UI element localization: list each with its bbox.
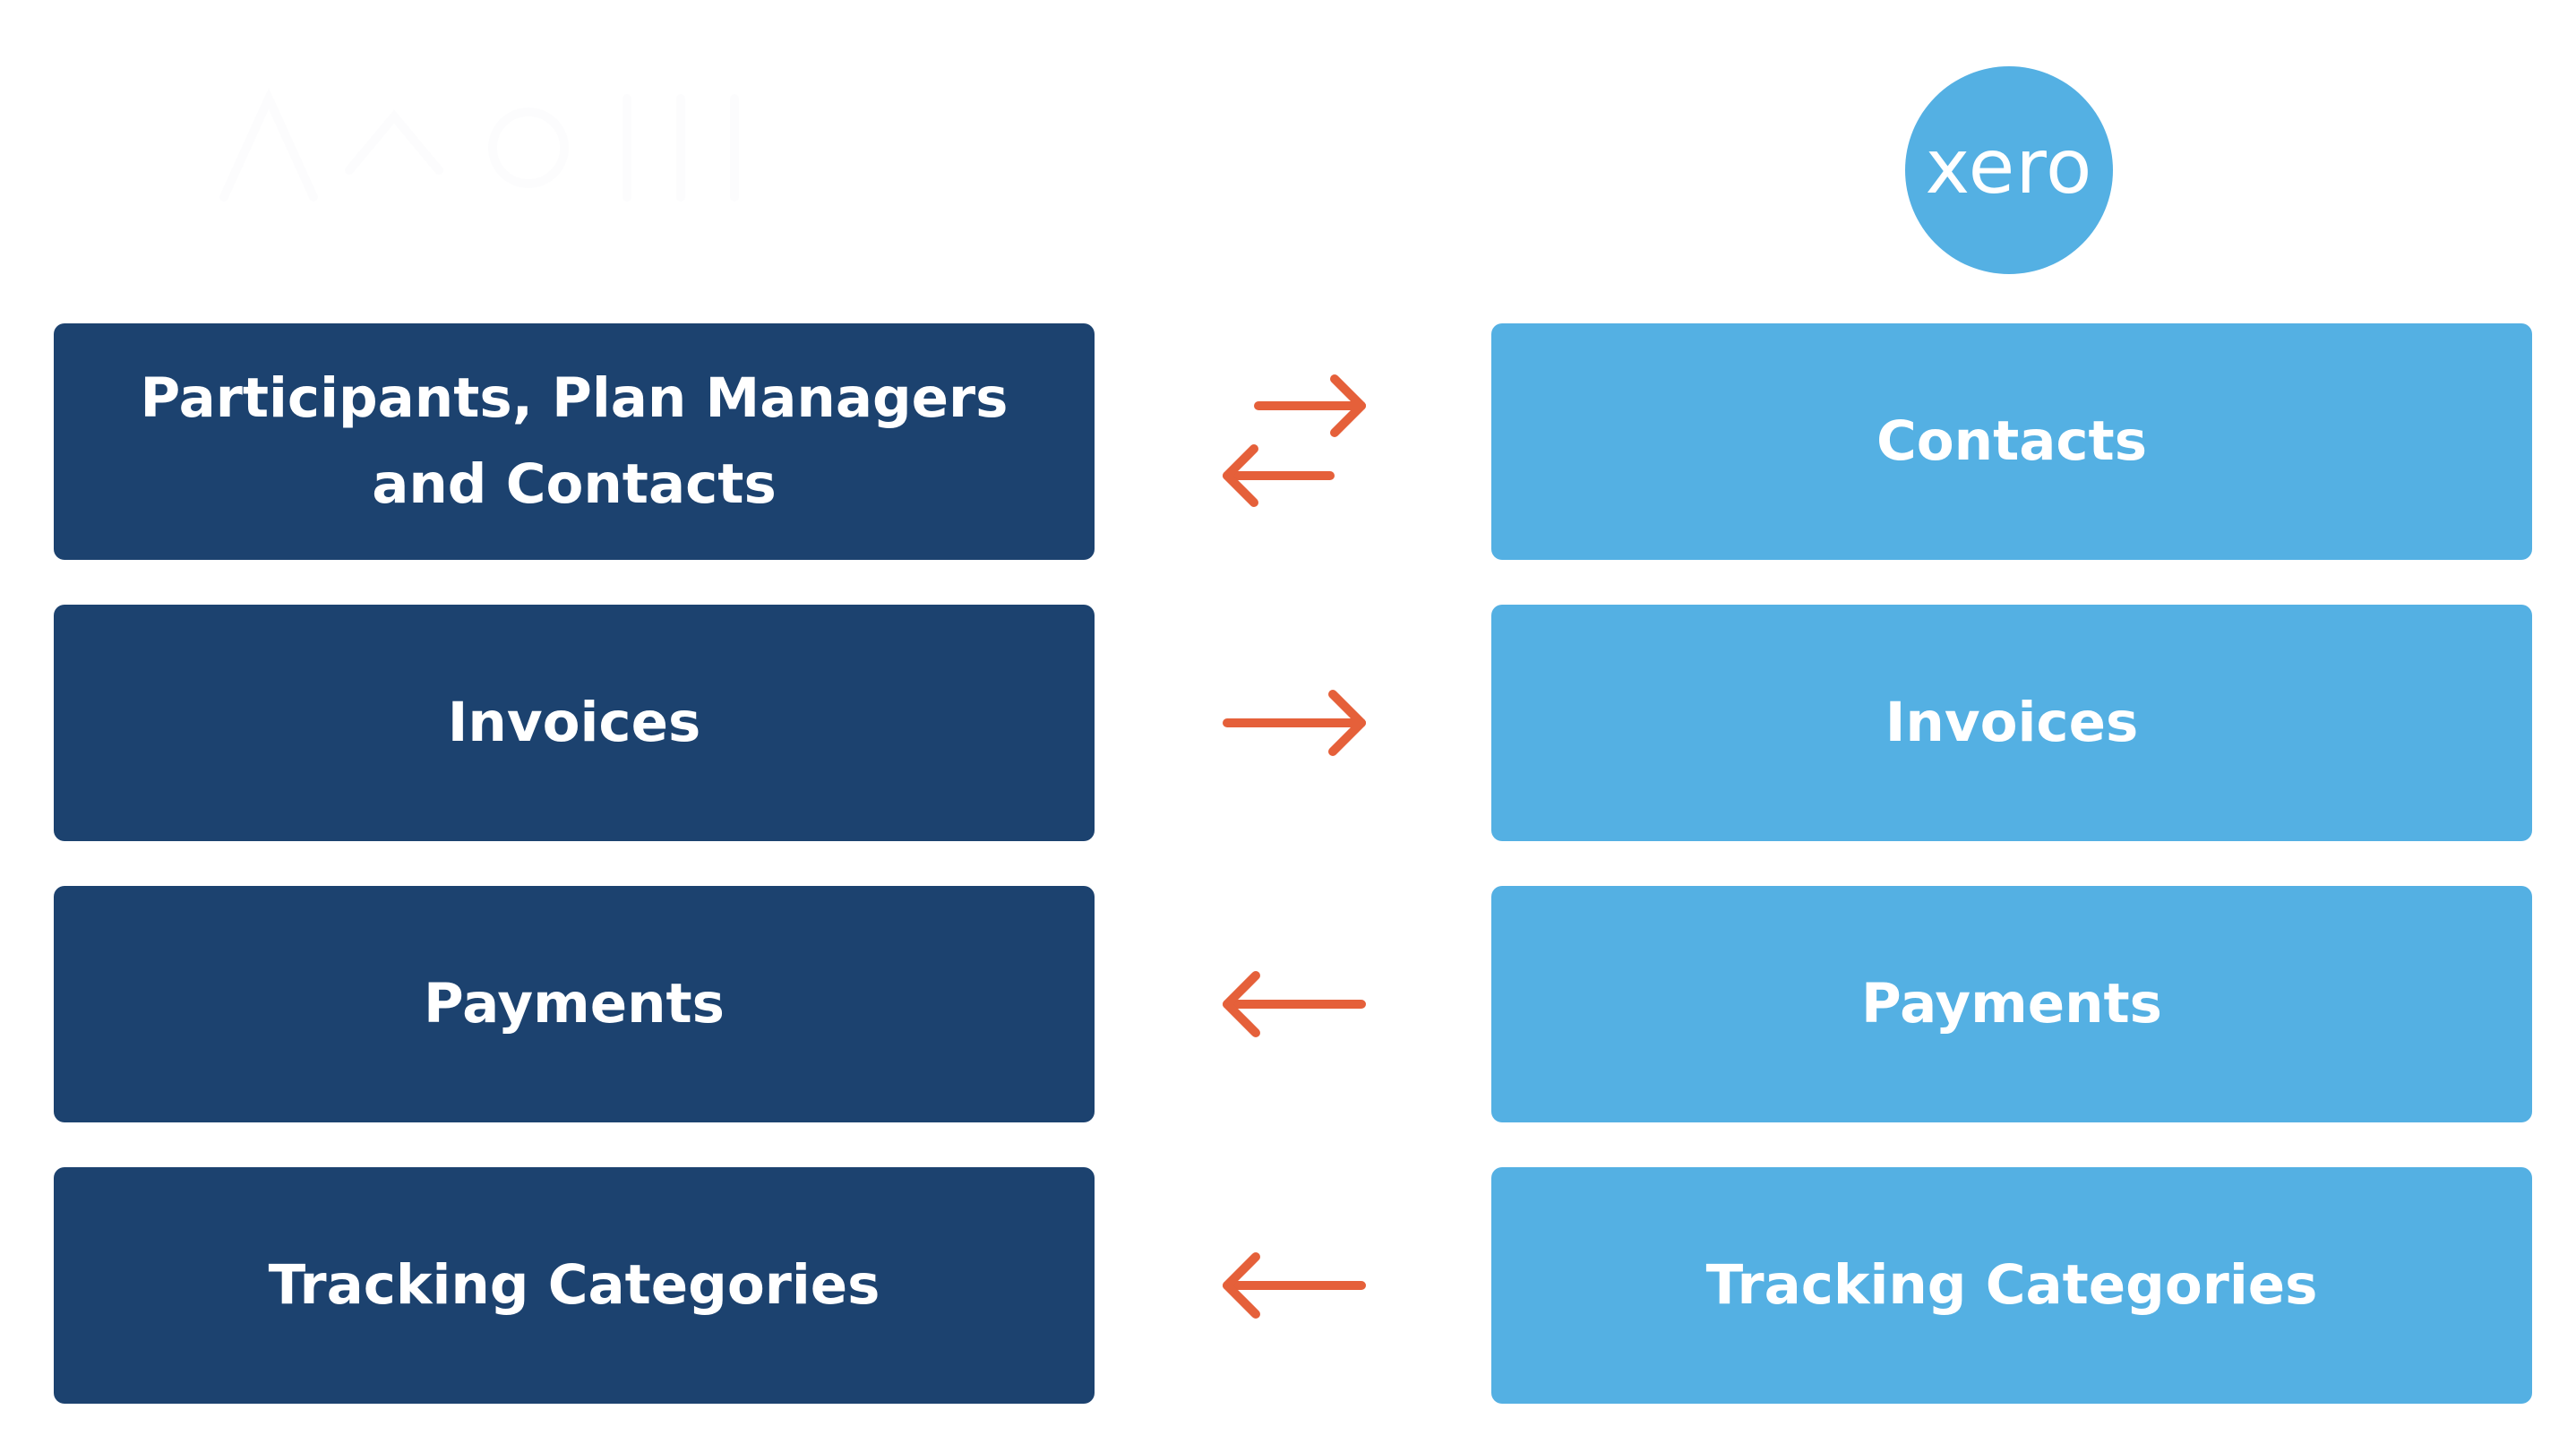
- left-box-label: Tracking Categories: [268, 1253, 880, 1317]
- xero-logo: xero: [1905, 66, 2113, 274]
- right-box-contacts: Contacts: [1491, 323, 2532, 560]
- left-box-tracking-categories: Tracking Categories: [54, 1167, 1095, 1404]
- left-app-logo: [219, 87, 739, 202]
- left-arrow-icon: [1223, 1252, 1366, 1319]
- left-box-payments: Payments: [54, 886, 1095, 1122]
- right-box-label: Contacts: [1876, 409, 2148, 473]
- left-arrow-icon: [1223, 971, 1366, 1037]
- left-box-participants: Participants, Plan Managers and Contacts: [54, 323, 1095, 560]
- left-box-invoices: Invoices: [54, 605, 1095, 841]
- left-box-label: Participants, Plan Managers and Contacts: [140, 366, 1009, 516]
- xero-logo-text: xero: [1925, 123, 2093, 211]
- left-box-label: Invoices: [447, 691, 701, 754]
- right-box-label: Invoices: [1885, 691, 2139, 754]
- right-box-tracking-categories: Tracking Categories: [1491, 1167, 2532, 1404]
- right-arrow-icon: [1223, 690, 1366, 756]
- right-box-label: Payments: [1861, 972, 2162, 1036]
- right-box-label: Tracking Categories: [1705, 1253, 2318, 1317]
- bidirectional-arrow-icon: [1223, 374, 1366, 507]
- right-box-invoices: Invoices: [1491, 605, 2532, 841]
- left-box-label: Payments: [424, 972, 725, 1036]
- right-box-payments: Payments: [1491, 886, 2532, 1122]
